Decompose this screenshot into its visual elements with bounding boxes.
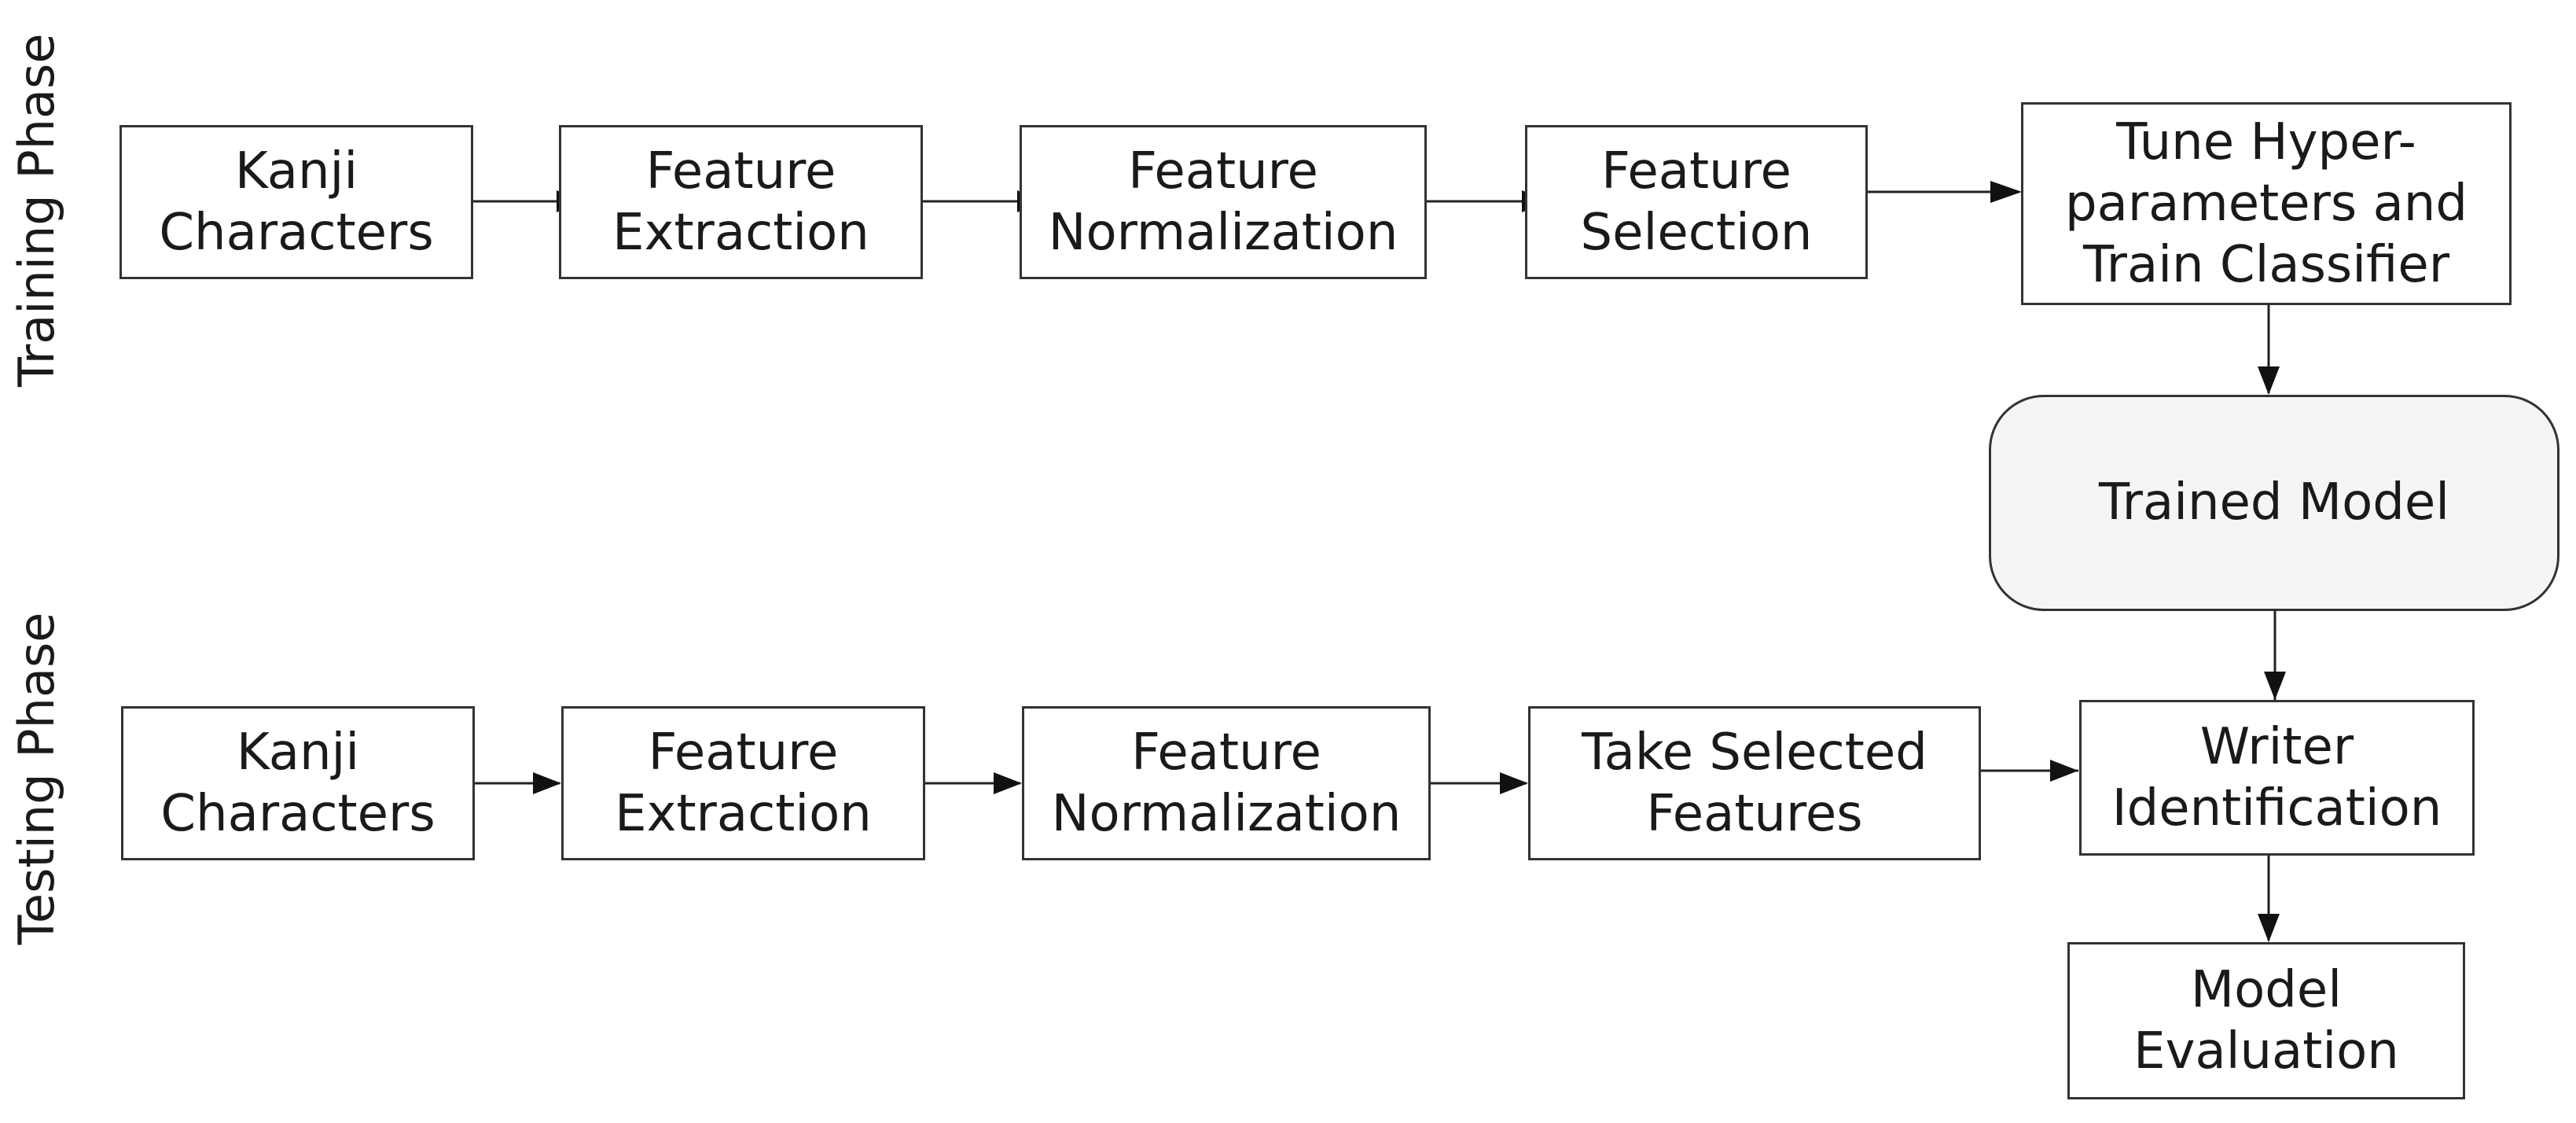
trained-model-label: Trained Model [2098,473,2450,532]
box-line: Evaluation [2133,1022,2399,1081]
box-line: Model [2190,960,2343,1019]
arrowhead-train-4 [1990,181,2022,203]
trained-model-box: Trained Model [1989,395,2559,611]
box-line: Characters [160,785,435,843]
box-line: Features [1646,785,1863,843]
test-feature-normalization-box: Feature Normalization [1022,706,1431,860]
train-feature-selection-box: Feature Selection [1525,125,1868,279]
box-line: Feature [648,723,839,782]
arrowhead-test-4 [2050,760,2078,782]
take-selected-features-box: Take Selected Features [1528,706,1981,860]
arrowhead-test-1 [533,772,561,794]
box-line: Feature [645,142,836,201]
box-line: Kanji [236,723,360,782]
model-evaluation-box: Model Evaluation [2067,942,2465,1099]
arrowhead-test-3 [1500,772,1528,794]
box-line: Train Classifier [2082,236,2450,295]
train-feature-normalization-box: Feature Normalization [1020,125,1427,279]
box-line: Extraction [612,204,869,262]
box-line: Extraction [615,785,872,843]
box-line: Writer [2199,717,2354,776]
arrowhead-to-trained-model [2258,366,2280,395]
box-line: Feature [1128,142,1318,201]
box-line: Take Selected [1582,723,1927,782]
train-feature-extraction-box: Feature Extraction [559,125,923,279]
box-line: Tune Hyper- [2116,112,2416,171]
box-line: parameters and [2065,174,2468,233]
box-line: Characters [159,204,434,262]
box-line: Normalization [1048,204,1398,262]
arrowhead-to-writer-id [2264,672,2286,700]
box-line: Kanji [234,142,358,201]
training-phase-label: Training Phase [8,33,65,387]
box-line: Selection [1580,204,1813,262]
testing-phase-label: Testing Phase [8,612,65,945]
box-line: Identification [2111,779,2442,838]
train-kanji-characters-box: Kanji Characters [119,125,473,279]
arrowhead-to-evaluation [2258,914,2280,942]
box-line: Feature [1131,723,1321,782]
tune-and-train-classifier-box: Tune Hyper- parameters and Train Classif… [2021,102,2512,305]
test-kanji-characters-box: Kanji Characters [121,706,475,860]
writer-identification-box: Writer Identification [2079,700,2475,856]
test-feature-extraction-box: Feature Extraction [561,706,925,860]
box-line: Feature [1601,142,1791,201]
box-line: Normalization [1051,785,1402,843]
arrowhead-test-2 [994,772,1022,794]
